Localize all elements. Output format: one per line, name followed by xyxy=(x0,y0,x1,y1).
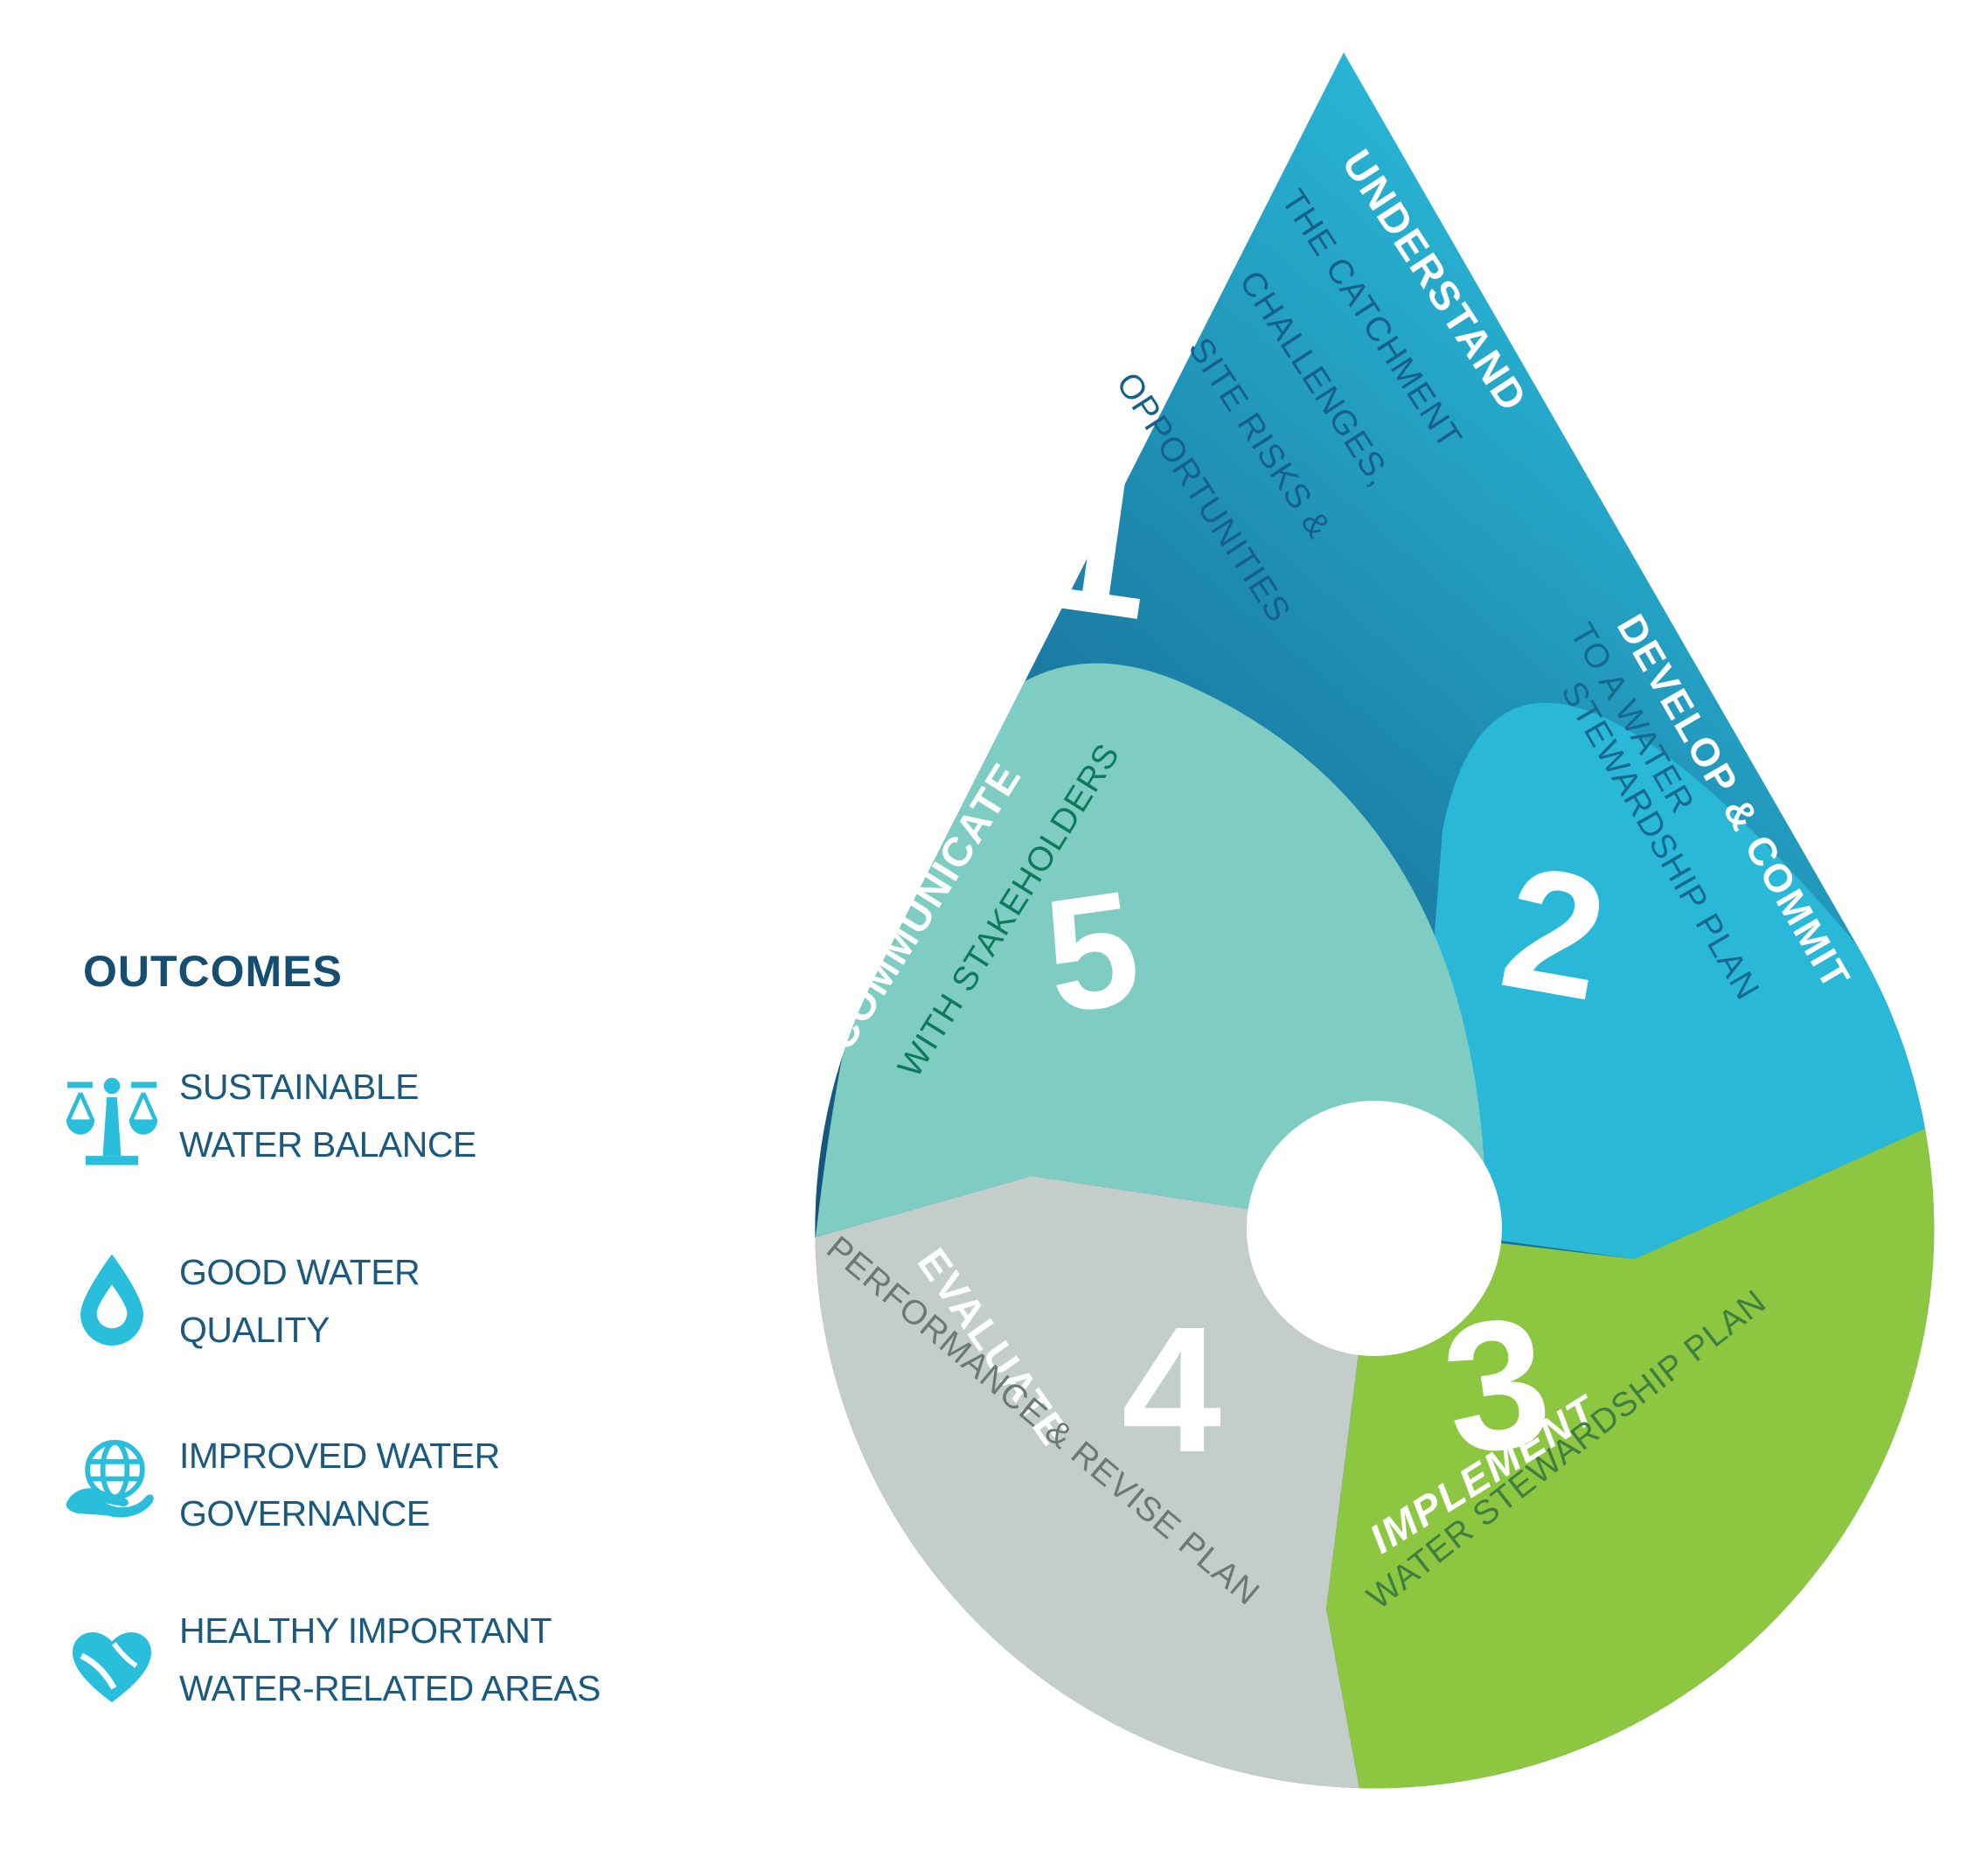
outcome-line: WATER-RELATED AREAS xyxy=(179,1668,601,1708)
outcome-line: QUALITY xyxy=(179,1310,330,1350)
segment-3-implement xyxy=(1326,1123,1935,1789)
outcomes-heading: OUTCOMES xyxy=(83,947,343,996)
globe-hand-icon xyxy=(61,1431,163,1533)
outcome-line: GOVERNANCE xyxy=(179,1493,430,1534)
heart-leaf-icon xyxy=(61,1613,163,1714)
outcome-line: GOOD WATER xyxy=(179,1252,421,1292)
center-circle xyxy=(1247,1101,1502,1356)
outcome-label: IMPROVED WATER GOVERNANCE xyxy=(179,1427,500,1542)
water-drop-icon xyxy=(61,1250,163,1352)
balance-scales-icon xyxy=(61,1073,163,1174)
outcome-label: SUSTAINABLE WATER BALANCE xyxy=(179,1058,476,1173)
outcome-line: WATER BALANCE xyxy=(179,1124,476,1165)
outcome-label: HEALTHY IMPORTANT WATER-RELATED AREAS xyxy=(179,1602,601,1717)
step-4-number: 4 xyxy=(1122,1290,1221,1490)
outcome-line: IMPROVED WATER xyxy=(179,1436,500,1476)
segment-5-communicate xyxy=(816,663,1486,1237)
outcome-line: HEALTHY IMPORTANT xyxy=(179,1610,552,1651)
segment-2-develop-commit xyxy=(1412,702,1935,1259)
segment-4-evaluate xyxy=(815,1176,1374,1789)
outcome-label: GOOD WATER QUALITY xyxy=(179,1243,421,1359)
outcome-line: SUSTAINABLE xyxy=(179,1067,419,1107)
